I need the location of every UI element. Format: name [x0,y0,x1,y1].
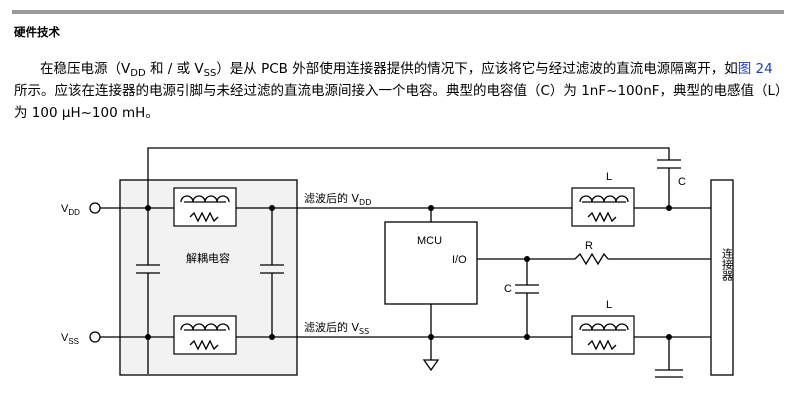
connector-block [710,179,734,376]
io-capacitor [515,259,539,337]
resistor-icon [587,339,617,351]
figure-link[interactable]: 图 24 [737,61,773,77]
resistor-icon [587,211,617,223]
top-capacitor [657,159,681,169]
body-paragraph: 在稳压电源（VDD 和 / 或 VSS）是从 PCB 外部使用连接器提供的情况下… [14,61,782,121]
mcu-label: MCU [417,235,442,247]
io-cap-label: C [504,283,512,295]
resistor-icon [189,339,219,351]
bottom-capacitor [655,337,683,378]
connector-label: 连接器 [721,248,734,282]
top-rule [12,10,784,14]
r-label: R [585,240,593,252]
l-top-label: L [606,171,612,183]
bypass-wire [147,147,670,208]
io-label: I/O [452,254,467,266]
filtered-vss-label: 滤波后的 VSS [304,320,369,336]
ground-icon [422,359,440,372]
decoupling-capacitor-left [136,208,160,374]
decoupling-label: 解耦电容 [186,251,230,265]
l-bottom-label: L [606,299,612,311]
filtered-vdd-label: 滤波后的 VDD [304,191,371,207]
resistor-icon [189,211,219,223]
resistor-r [574,252,609,266]
vdd-terminal [89,202,101,214]
c-top-label: C [678,176,686,188]
section-title: 硬件技术 [14,25,60,39]
vss-label: VSS [61,332,79,346]
vss-terminal [89,331,101,343]
decoupling-capacitor-right [260,208,284,337]
vdd-label: VDD [61,203,80,217]
